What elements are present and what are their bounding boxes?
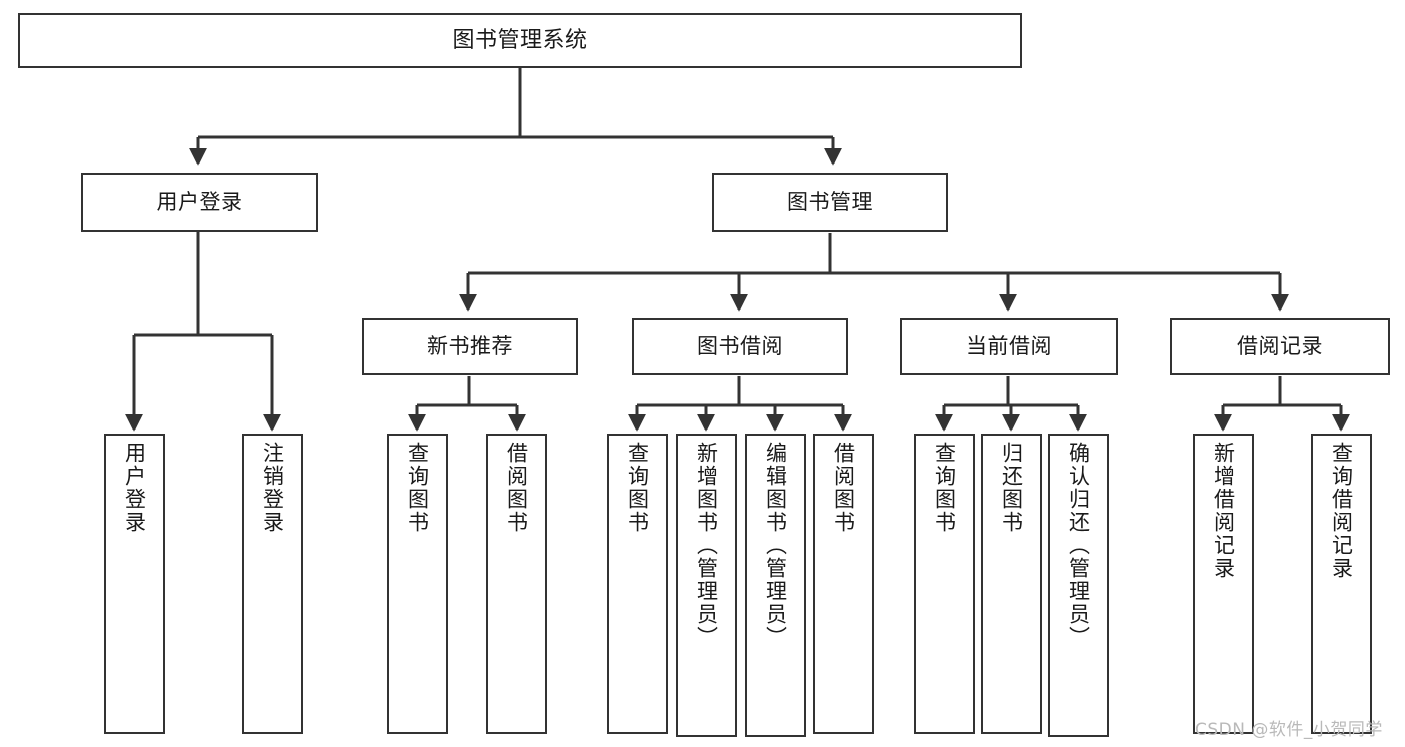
node-borrow-record-label: 借阅记录: [1237, 334, 1323, 359]
node-leaf-query-book-3[interactable]: 查询图书: [914, 434, 975, 734]
node-new-book-recommend-label: 新书推荐: [427, 334, 513, 359]
node-leaf-borrow-book-1[interactable]: 借阅图书: [486, 434, 547, 734]
node-leaf-confirm-return-label: 确认归还（管理员）: [1066, 442, 1091, 649]
node-leaf-edit-book-label: 编辑图书（管理员）: [763, 442, 788, 649]
node-leaf-user-login-label: 用户登录: [122, 442, 147, 534]
node-user-login-label: 用户登录: [156, 190, 243, 215]
node-leaf-query-book-1[interactable]: 查询图书: [387, 434, 448, 734]
node-leaf-borrow-book-1-label: 借阅图书: [504, 442, 529, 534]
node-leaf-query-book-3-label: 查询图书: [932, 442, 957, 534]
node-leaf-edit-book[interactable]: 编辑图书（管理员）: [745, 434, 806, 737]
node-leaf-query-record-label: 查询借阅记录: [1329, 442, 1354, 580]
node-borrow-record[interactable]: 借阅记录: [1170, 318, 1390, 375]
node-leaf-add-book[interactable]: 新增图书（管理员）: [676, 434, 737, 737]
node-leaf-query-book-2[interactable]: 查询图书: [607, 434, 668, 734]
node-new-book-recommend[interactable]: 新书推荐: [362, 318, 578, 375]
csdn-watermark: CSDN @软件_小贺同学: [1195, 720, 1383, 740]
node-leaf-query-book-2-label: 查询图书: [625, 442, 650, 534]
node-leaf-borrow-book-2-label: 借阅图书: [831, 442, 856, 534]
node-book-manage-label: 图书管理: [787, 190, 873, 215]
node-book-borrow[interactable]: 图书借阅: [632, 318, 848, 375]
node-leaf-user-login[interactable]: 用户登录: [104, 434, 165, 734]
node-leaf-confirm-return[interactable]: 确认归还（管理员）: [1048, 434, 1109, 737]
node-leaf-add-book-label: 新增图书（管理员）: [694, 442, 719, 649]
node-leaf-logout-login[interactable]: 注销登录: [242, 434, 303, 734]
node-leaf-add-record[interactable]: 新增借阅记录: [1193, 434, 1254, 734]
node-book-borrow-label: 图书借阅: [697, 334, 783, 359]
node-leaf-add-record-label: 新增借阅记录: [1211, 442, 1236, 580]
node-current-borrow-label: 当前借阅: [966, 334, 1052, 359]
node-root-label: 图书管理系统: [452, 27, 588, 53]
node-leaf-query-book-1-label: 查询图书: [405, 442, 430, 534]
node-current-borrow[interactable]: 当前借阅: [900, 318, 1118, 375]
node-leaf-return-book[interactable]: 归还图书: [981, 434, 1042, 734]
node-leaf-return-book-label: 归还图书: [999, 442, 1024, 534]
node-leaf-logout-login-label: 注销登录: [260, 442, 285, 534]
node-user-login[interactable]: 用户登录: [81, 173, 318, 232]
node-book-manage[interactable]: 图书管理: [712, 173, 948, 232]
node-root[interactable]: 图书管理系统: [18, 13, 1022, 68]
node-leaf-query-record[interactable]: 查询借阅记录: [1311, 434, 1372, 734]
node-leaf-borrow-book-2[interactable]: 借阅图书: [813, 434, 874, 734]
